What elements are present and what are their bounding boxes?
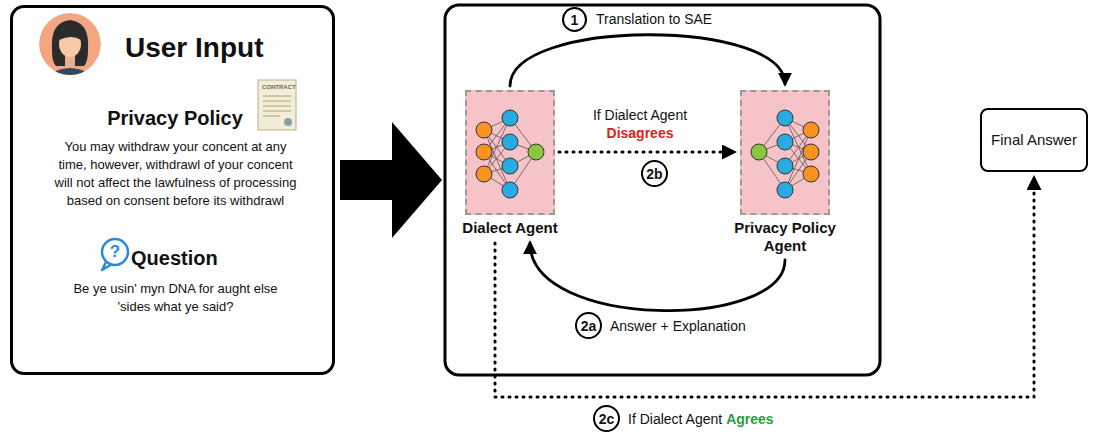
document-line [263, 115, 280, 116]
speech-tail [102, 262, 112, 270]
net-neuron [777, 182, 793, 198]
neural-net-icon [467, 92, 553, 213]
speech-bubble [102, 239, 128, 265]
document-line [263, 110, 291, 111]
input-panel: User InputPrivacy PolicyYou may withdraw… [10, 5, 335, 375]
net-neuron [502, 158, 518, 174]
edge-label: Translation to SAE [596, 11, 712, 29]
condition-word: Disagrees [540, 125, 740, 143]
section-heading: Privacy Policy [75, 106, 275, 131]
agent-label: Privacy Policy Agent [718, 219, 852, 255]
callout-number: 2b [641, 160, 668, 187]
agent-box [465, 90, 555, 215]
net-neuron [777, 134, 793, 150]
net-neuron [502, 182, 518, 198]
question-text: Be ye usin' myn DNA for aught else 'side… [58, 280, 293, 316]
process-container [445, 5, 880, 375]
net-neuron [476, 144, 492, 160]
net-neuron [476, 122, 492, 138]
avatar-ground [39, 13, 101, 75]
net-neuron [803, 144, 819, 160]
dotted-connector [559, 151, 734, 154]
panel-title: User Input [125, 30, 263, 65]
callout-number: 1 [562, 7, 587, 32]
agent-box [740, 90, 830, 215]
net-neuron [803, 166, 819, 182]
flow-arrow [340, 122, 442, 238]
output-box: Final Answer [980, 108, 1088, 172]
document-line [263, 95, 291, 96]
section-heading: Question [131, 246, 218, 271]
edge-label: If Dialect Agent [540, 107, 740, 125]
document-line [263, 100, 291, 101]
net-neuron [777, 110, 793, 126]
user-avatar [39, 13, 101, 108]
avatar-body [44, 68, 96, 108]
icon-glyph: ? [103, 241, 127, 262]
net-neuron [528, 144, 544, 160]
document-caption: CONTRACT [262, 84, 292, 92]
edge-label: If Dialect Agent [628, 411, 722, 429]
edge-label: Answer + Explanation [610, 318, 746, 336]
net-neuron [502, 110, 518, 126]
net-neuron [476, 166, 492, 182]
curved-connector [530, 243, 785, 311]
net-neuron [502, 134, 518, 150]
agent-node: Dialect Agent [465, 90, 555, 237]
question-icon [102, 239, 128, 270]
callout-number: 2c [593, 405, 620, 432]
net-neuron [777, 158, 793, 174]
agent-label: Dialect Agent [443, 219, 577, 237]
document-line [263, 105, 291, 106]
edge-label-row: If Dialect AgentAgrees [628, 411, 774, 429]
condition-word: Agrees [726, 411, 773, 429]
policy-text: You may withdraw your concent at any tim… [53, 138, 298, 210]
neural-net-icon [742, 92, 828, 213]
agent-node: Privacy Policy Agent [740, 90, 830, 255]
net-neuron [751, 144, 767, 160]
document-sheet [258, 80, 296, 130]
document-seal [284, 118, 292, 126]
net-neuron [803, 122, 819, 138]
curved-connector [510, 35, 785, 86]
box-label: Final Answer [991, 131, 1077, 150]
callout-number: 2a [575, 312, 602, 339]
document-icon [258, 80, 296, 130]
avatar-fringe [59, 30, 81, 40]
